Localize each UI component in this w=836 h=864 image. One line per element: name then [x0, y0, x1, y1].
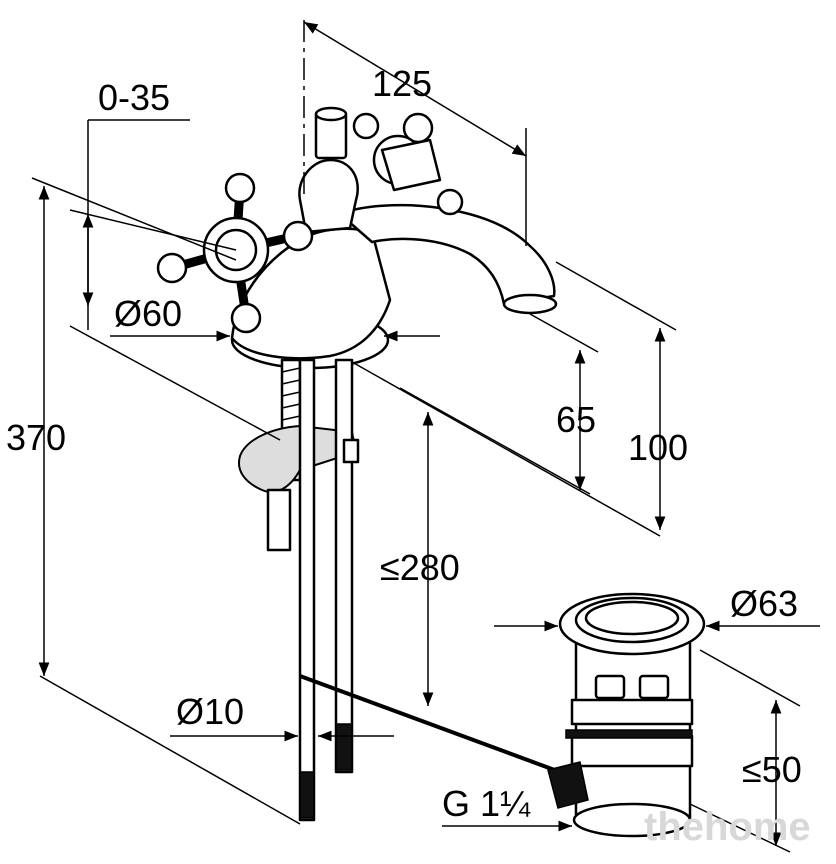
hose-left-end	[299, 771, 315, 819]
waste-thread-label: G 1¼	[442, 783, 531, 824]
popup-knob-top	[314, 106, 348, 122]
dimension-lines	[31, 21, 820, 853]
waste-window-right	[638, 674, 670, 700]
faucet-spout	[338, 203, 556, 306]
hose-left	[298, 358, 316, 822]
waste-height-label: ≤50	[742, 749, 802, 790]
spout-reach-label: 125	[372, 63, 432, 104]
waste-valve	[547, 592, 706, 838]
spout-aerator	[502, 293, 558, 315]
faucet-body	[230, 227, 392, 360]
base-diameter-label: Ø60	[114, 293, 182, 334]
waste-window-left	[594, 674, 626, 700]
hose-right	[334, 358, 354, 774]
popup-rod	[299, 674, 561, 774]
fixing-nut	[266, 488, 292, 552]
left-cross-handle	[156, 172, 314, 334]
hose-right-end	[335, 723, 353, 771]
right-cross-handle	[352, 112, 464, 216]
spout-height-label: 65	[556, 399, 596, 440]
total-height-label: 370	[6, 417, 66, 458]
waste-diameter-label: Ø63	[730, 583, 798, 624]
tail-length-label: ≤280	[380, 547, 460, 588]
hose-fitting	[342, 438, 360, 464]
faucet-riser	[298, 158, 359, 234]
waste-lever	[547, 761, 589, 809]
outlet-height-label: 100	[628, 427, 688, 468]
watermark: thehome	[644, 805, 811, 849]
offset-label: 0-35	[98, 77, 170, 118]
hose-diameter-label: Ø10	[176, 691, 244, 732]
fixing-bracket	[238, 424, 358, 493]
